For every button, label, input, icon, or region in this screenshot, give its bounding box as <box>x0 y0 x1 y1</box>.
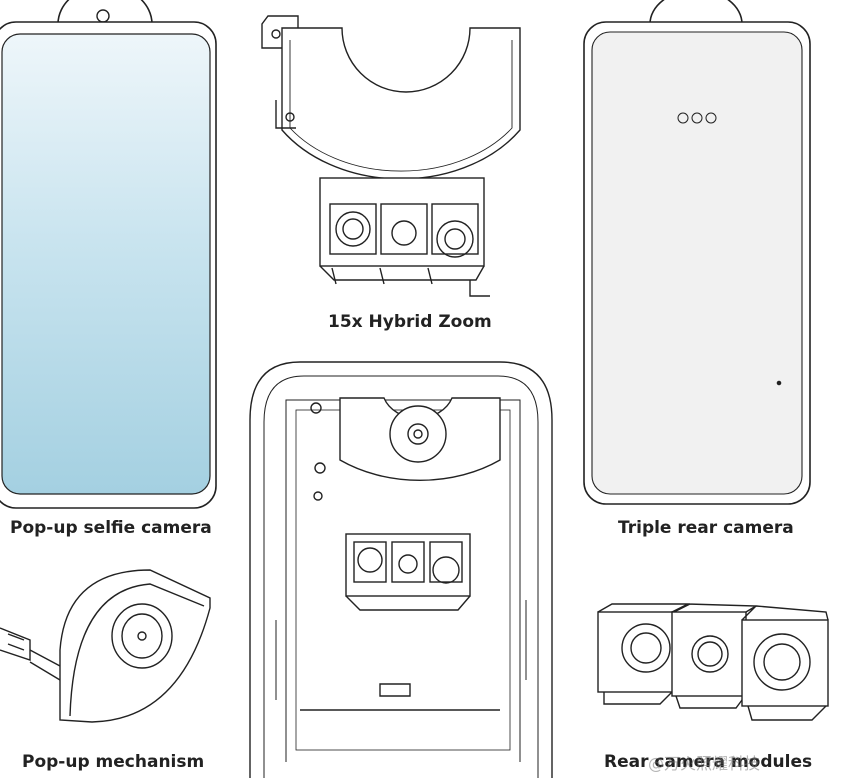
popup-mechanism <box>0 569 211 723</box>
popup-camera-dome-rear <box>649 0 743 25</box>
semicircle-housing <box>281 27 521 180</box>
rear-panel <box>591 31 803 495</box>
lens-block <box>319 177 485 267</box>
hybrid-zoom-assembly <box>261 15 521 297</box>
camera-lens-icon <box>407 423 429 445</box>
rear-phone-back <box>583 0 811 505</box>
caption-popup-mechanism: Pop-up mechanism <box>22 752 205 772</box>
phone-screen <box>1 33 211 495</box>
selfie-phone-front <box>0 0 217 509</box>
phone-internal-view <box>249 361 553 778</box>
caption-triple-rear: Triple rear camera <box>618 518 794 538</box>
popup-camera-dome <box>57 0 153 25</box>
watermark: @万火照耀科技 <box>648 754 761 773</box>
camera-lens-icon <box>137 631 147 641</box>
caption-rear-modules: Rear camera modules <box>604 752 813 772</box>
rear-camera-modules <box>597 603 829 721</box>
caption-selfie-camera: Pop-up selfie camera <box>10 518 212 538</box>
flash-icon <box>677 112 717 124</box>
caption-hybrid-zoom: 15x Hybrid Zoom <box>328 312 492 332</box>
